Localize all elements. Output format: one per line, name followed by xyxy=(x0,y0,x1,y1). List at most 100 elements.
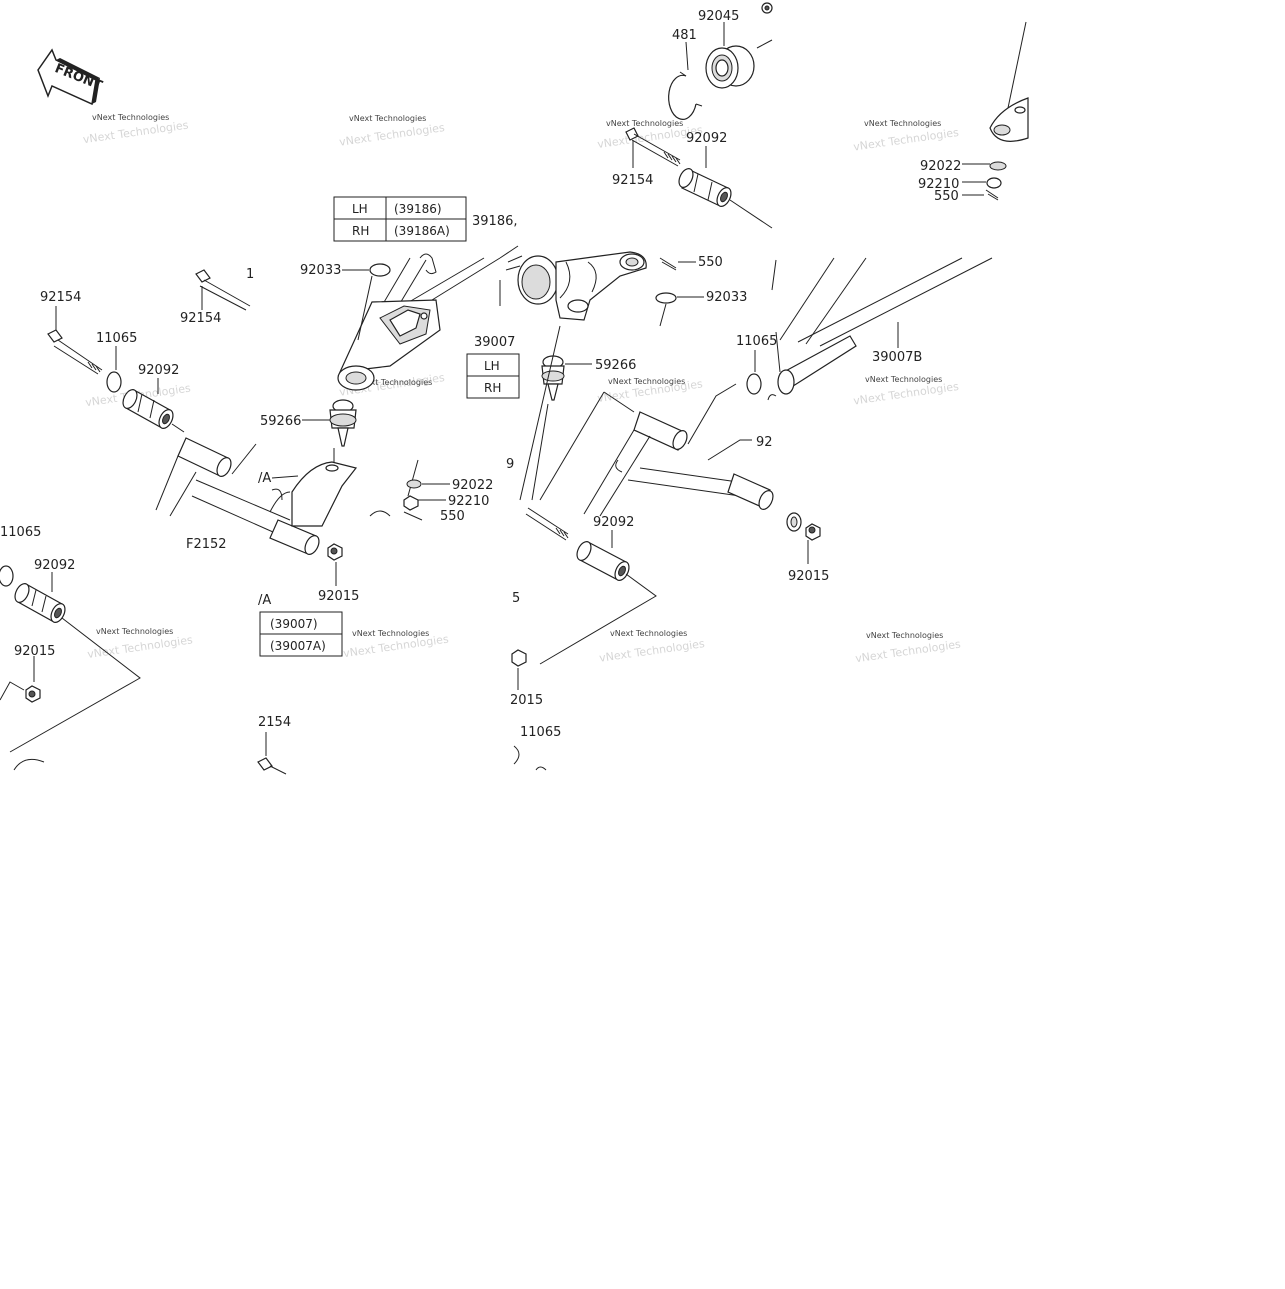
hub-bearing-group xyxy=(668,2,773,120)
callout-label: 550 xyxy=(698,255,723,270)
callout-label: 92092 xyxy=(34,558,75,573)
table-cell: (39007A) xyxy=(270,639,326,653)
watermark: vNext Technologies xyxy=(349,114,426,123)
far-left-group xyxy=(0,565,141,771)
table-cell: RH xyxy=(484,381,501,395)
lower-arm-right xyxy=(539,383,821,564)
callout-label: 92033 xyxy=(300,263,341,278)
callout-label: 92092 xyxy=(593,515,634,530)
circlip-481 xyxy=(668,74,697,120)
watermark: vNext Technologies xyxy=(608,377,685,386)
callout-label: 92045 xyxy=(698,9,739,24)
callout-label: /A xyxy=(258,471,271,486)
leader-a1 xyxy=(271,475,299,479)
watermark-shadow: vNext Technologies xyxy=(82,118,189,146)
watermark: vNext Technologies xyxy=(865,375,942,384)
callout-label: 550 xyxy=(440,509,465,524)
cotter-pin-550-mid xyxy=(659,257,696,271)
washer-92022-mid xyxy=(406,479,422,489)
front-arrow-icon: FRONT xyxy=(37,48,104,106)
knuckle-39186 xyxy=(505,251,647,321)
callout-label: /A xyxy=(258,593,271,608)
bolt-2154-bottom xyxy=(257,732,287,775)
bushing-92092-top xyxy=(678,146,773,229)
watermark-shadow: vNext Technologies xyxy=(852,380,959,408)
callout-label: 550 xyxy=(934,189,959,204)
ball-joint-59266-left xyxy=(302,399,357,462)
watermark: vNext Technologies xyxy=(610,629,687,638)
nut-92210-tr xyxy=(986,177,1002,189)
callout-label: 92210 xyxy=(918,177,959,192)
watermark-shadow: vNext Technologies xyxy=(852,126,959,154)
callout-label: 92 xyxy=(756,435,773,450)
arm-part-table: (39007) (39007A) xyxy=(259,611,343,657)
watermark: vNext Technologies xyxy=(96,627,173,636)
callout-label: 11065 xyxy=(736,334,777,349)
callout-label: 92154 xyxy=(180,311,221,326)
callout-label: 92015 xyxy=(318,589,359,604)
callout-label: 5 xyxy=(512,591,520,606)
table-cell: (39007) xyxy=(270,617,318,631)
arm-39007B xyxy=(746,257,993,401)
callout-label: 92022 xyxy=(920,159,961,174)
callout-label: 39007 xyxy=(474,335,515,350)
callout-label: 92015 xyxy=(788,569,829,584)
watermark: vNext Technologies xyxy=(92,113,169,122)
washer-92022-tr xyxy=(989,161,1007,171)
callout-label: 9 xyxy=(506,457,514,472)
watermark-shadow: vNext Technologies xyxy=(854,638,961,666)
figure-code: F2152 xyxy=(186,537,227,552)
watermark: vNext Technologies xyxy=(866,631,943,640)
watermark: vNext Technologies xyxy=(352,629,429,638)
callout-label: 11065 xyxy=(0,525,41,540)
callout-label: 1 xyxy=(246,267,254,282)
callout-label: 481 xyxy=(672,28,697,43)
upper-arm-39007 xyxy=(337,245,519,391)
watermark: vNext Technologies xyxy=(355,378,432,387)
upper-arm-end-fragment xyxy=(962,21,1029,201)
watermark: vNext Technologies xyxy=(606,119,683,128)
bolt-and-bushing-lower-right xyxy=(511,507,657,771)
callout-label: 92015 xyxy=(14,644,55,659)
watermark-shadow: vNext Technologies xyxy=(338,121,445,149)
arm-side-table: LH RH xyxy=(466,353,520,399)
table-cell: (39186) xyxy=(394,202,442,216)
callout-label: 39186, xyxy=(472,214,518,229)
watermark-shadow: vNext Technologies xyxy=(598,637,705,665)
knuckle-table: LH (39186) RH (39186A) xyxy=(333,196,467,242)
table-cell: RH xyxy=(352,224,369,238)
bolt-92154-left xyxy=(47,306,103,375)
washer-92033-right xyxy=(655,292,677,304)
bolt-92154-mid xyxy=(195,269,251,311)
table-cell: (39186A) xyxy=(394,224,450,238)
callout-label: 2154 xyxy=(258,715,291,730)
callout-label: 11065 xyxy=(520,725,561,740)
callout-labels: 92045 481 92092 92154 92022 92210 550 39… xyxy=(0,9,961,740)
callout-label: 92033 xyxy=(706,290,747,305)
watermarks: vNext Technologies vNext Technologies vN… xyxy=(82,113,962,665)
callout-label: 11065 xyxy=(96,331,137,346)
bolt-92154-top xyxy=(625,127,681,168)
lower-arm-left xyxy=(155,437,419,586)
table-cell: LH xyxy=(484,359,500,373)
callout-label: 92154 xyxy=(40,290,81,305)
callout-label: 59266 xyxy=(260,414,301,429)
callout-label: 92092 xyxy=(686,131,727,146)
washer-11065-right xyxy=(746,373,762,395)
callout-label: 92210 xyxy=(448,494,489,509)
watermark: vNext Technologies xyxy=(864,119,941,128)
callout-label: 92154 xyxy=(612,173,653,188)
callout-label: 92092 xyxy=(138,363,179,378)
nut-92015-lower xyxy=(511,649,527,667)
table-cell: LH xyxy=(352,202,368,216)
washer-92033-left xyxy=(369,263,391,277)
callout-label: 39007B xyxy=(872,350,922,365)
callout-label: 92022 xyxy=(452,478,493,493)
callout-label: 2015 xyxy=(510,693,543,708)
ball-joint-59266-right xyxy=(519,325,592,501)
watermark-shadow: vNext Technologies xyxy=(86,633,193,661)
nut-92210-mid xyxy=(403,495,419,511)
callout-label: 59266 xyxy=(595,358,636,373)
